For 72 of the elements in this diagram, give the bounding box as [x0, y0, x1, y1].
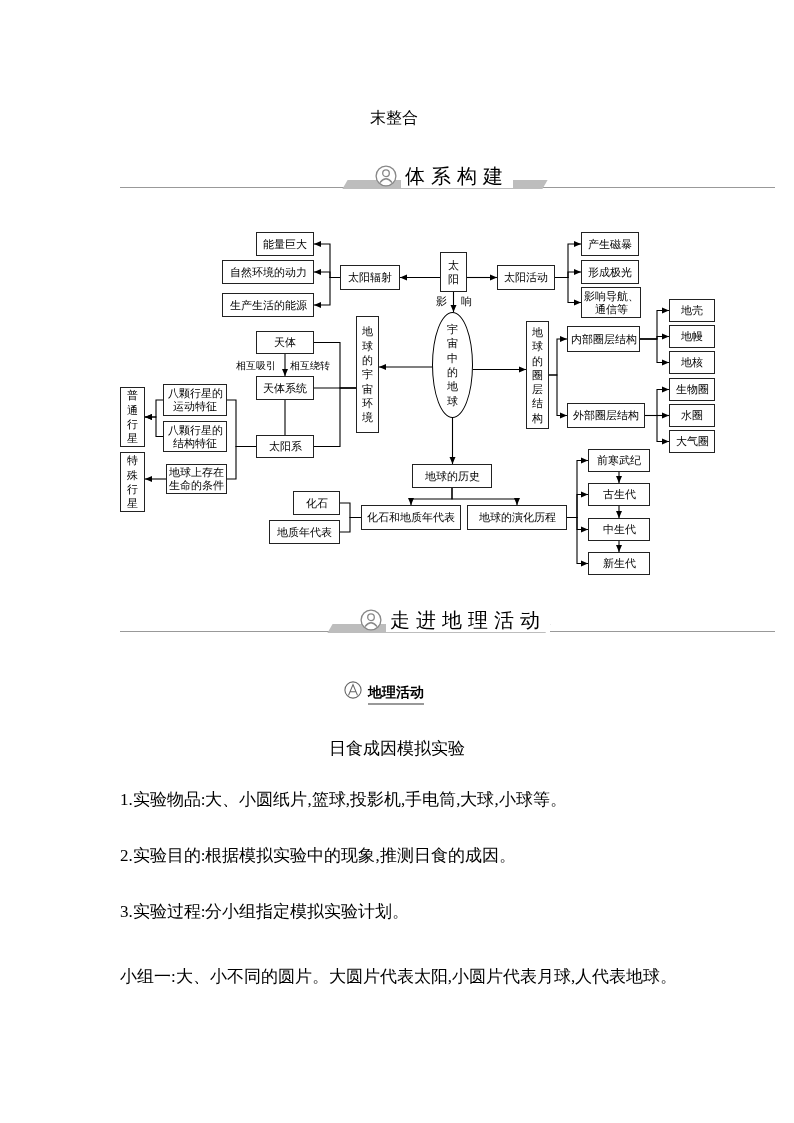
arrow — [466, 274, 498, 281]
arrow — [282, 353, 288, 377]
relation-label: 相互吸引 — [236, 359, 276, 373]
concept-box: 地质年代表 — [269, 520, 340, 544]
arrow — [378, 364, 433, 370]
concept-box: 大气圈 — [669, 430, 715, 453]
paragraph: 3.实验过程:分小组指定模拟实验计划。 — [120, 901, 410, 923]
concept-box: 中生代 — [588, 518, 650, 541]
concept-box: 产生磁暴 — [581, 232, 639, 256]
relation-label: 相互绕转 — [290, 359, 330, 373]
concept-box: 新生代 — [588, 552, 650, 575]
arrow — [399, 274, 441, 281]
connector-line — [226, 445, 257, 480]
concept-box: 八颗行星的运动特征 — [163, 384, 227, 416]
paragraph: 1.实验物品:大、小圆纸片,篮球,投影机,手电筒,大球,小球等。 — [120, 789, 567, 811]
concept-box: 太阳辐射 — [340, 265, 400, 290]
concept-box: 影响导航、通信等 — [581, 287, 641, 318]
arrow — [616, 505, 622, 519]
concept-box: 天体系统 — [256, 376, 314, 400]
concept-box: 地球的圈层结构 — [526, 321, 549, 429]
concept-box: 太阳系 — [256, 435, 314, 458]
concept-box: 能量巨大 — [256, 232, 314, 256]
connector-line — [313, 387, 357, 448]
arrow — [616, 540, 622, 553]
concept-ellipse: 宇宙中的地球 — [432, 312, 473, 418]
concept-box: 地球的演化历程 — [467, 505, 567, 530]
concept-box: 地壳 — [669, 299, 715, 322]
arrow — [472, 366, 527, 373]
paragraph: 2.实验目的:根据模拟实验中的现象,推测日食的成因。 — [120, 845, 516, 867]
arrow — [616, 471, 622, 484]
concept-box: 地球的历史 — [412, 464, 492, 488]
concept-box: 普通行星 — [120, 387, 145, 447]
arrow — [554, 276, 582, 306]
arrow — [144, 476, 167, 482]
section-title: 体系构建 — [401, 164, 513, 188]
page-heading: 末整合 — [370, 108, 418, 128]
concept-box: 古生代 — [588, 483, 650, 506]
concept-box: 天体 — [256, 331, 314, 354]
concept-box: 生产生活的能源 — [222, 293, 314, 317]
concept-box: 地核 — [669, 351, 715, 374]
paragraph: 小组一:大、小不同的圆片。大圆片代表太阳,小圆片代表月球,人代表地球。 — [120, 966, 679, 988]
concept-box: 地幔 — [669, 325, 715, 348]
concept-box: 地球上存在生命的条件 — [166, 464, 227, 494]
section-title: 走进地理活动 — [386, 608, 550, 632]
arrow — [144, 414, 164, 438]
arrow — [450, 291, 457, 313]
arrow — [566, 516, 589, 567]
concept-box: 八颗行星的结构特征 — [163, 421, 227, 452]
concept-box: 特殊行星 — [120, 452, 145, 512]
concept-box: 外部圈层结构 — [567, 403, 645, 428]
edge-label: 影响 — [435, 295, 486, 308]
arrow — [644, 414, 670, 445]
concept-box: 前寒武纪 — [588, 449, 650, 472]
concept-box: 水圈 — [669, 404, 715, 427]
concept-box: 化石和地质年代表 — [361, 505, 461, 530]
concept-box: 太阳 — [440, 252, 467, 292]
arrow — [548, 374, 568, 419]
concept-box: 化石 — [293, 491, 340, 515]
concept-box: 内部圈层结构 — [567, 326, 640, 352]
connector-line — [284, 399, 286, 436]
concept-box: 生物圈 — [669, 378, 715, 401]
arrow — [313, 276, 341, 308]
connector-line — [339, 516, 362, 533]
experiment-title: 日食成因模拟实验 — [328, 738, 466, 760]
activity-subheading: 地理活动 — [368, 682, 424, 705]
concept-box: 自然环境的动力 — [222, 260, 314, 284]
arrow — [449, 417, 456, 465]
arrow — [451, 487, 520, 506]
concept-box: 太阳活动 — [497, 265, 555, 290]
concept-box: 形成极光 — [581, 260, 639, 284]
arrow — [639, 338, 670, 366]
concept-box: 地球的宇宙环境 — [356, 316, 379, 433]
